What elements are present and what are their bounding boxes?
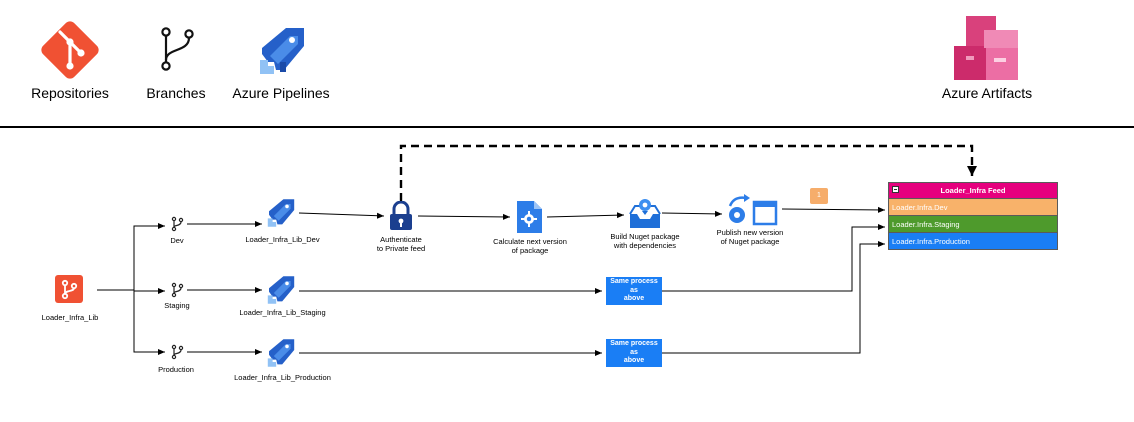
step-authenticate: Authenticate to Private feed xyxy=(376,235,426,253)
step-publish: Publish new version of Nuget package xyxy=(716,228,784,246)
repo-icon xyxy=(55,275,83,303)
pipeline-label-dev: Loader_Infra_Lib_Dev xyxy=(245,235,320,244)
azure-artifacts-icon xyxy=(954,16,1018,80)
branch-icon-dev xyxy=(171,216,184,232)
feed-title: Loader_Infra Feed xyxy=(889,183,1057,198)
header-divider xyxy=(0,126,1134,128)
pipeline-icon-production xyxy=(267,339,295,367)
pipeline-label-staging: Loader_Infra_Lib_Staging xyxy=(239,308,326,317)
same-process-label: Same process as above xyxy=(610,339,658,365)
branch-icon-staging xyxy=(171,282,184,298)
pipeline-icon-staging xyxy=(267,276,295,304)
step-build: Build Nuget package with dependencies xyxy=(610,232,680,250)
publish-icon xyxy=(728,194,778,226)
same-process-box-staging: Same process as above xyxy=(606,277,662,305)
feed-row-production: Loader.Infra.Production xyxy=(889,232,1057,249)
branch-icon-production xyxy=(171,344,184,360)
repositories-label: Repositories xyxy=(31,85,109,101)
build-package-icon xyxy=(629,199,661,228)
azure-artifacts-label: Azure Artifacts xyxy=(941,85,1033,101)
step-badge: 1 xyxy=(810,188,828,204)
git-repositories-icon xyxy=(41,21,99,79)
pipeline-icon-dev xyxy=(267,199,295,227)
branch-label-production: Production xyxy=(158,365,194,374)
same-process-label: Same process as above xyxy=(610,277,658,303)
collapse-icon[interactable] xyxy=(892,186,899,193)
feed-row-staging: Loader.Infra.Staging xyxy=(889,215,1057,232)
document-gear-icon xyxy=(517,201,542,233)
pipeline-label-production: Loader_Infra_Lib_Production xyxy=(234,373,331,382)
branches-icon xyxy=(161,27,194,71)
feed-row-dev: Loader.Infra.Dev xyxy=(889,198,1057,215)
same-process-box-production: Same process as above xyxy=(606,339,662,367)
artifact-feed: Loader_Infra Feed Loader.Infra.Dev Loade… xyxy=(888,182,1058,250)
feed-title-text: Loader_Infra Feed xyxy=(940,186,1006,195)
azure-pipelines-icon xyxy=(260,28,304,74)
branch-label-staging: Staging xyxy=(164,301,190,310)
repo-name: Loader_Infra_Lib xyxy=(41,313,99,322)
branches-label: Branches xyxy=(146,85,206,101)
azure-pipelines-label: Azure Pipelines xyxy=(232,85,330,101)
step-calculate: Calculate next version of package xyxy=(493,237,567,255)
lock-icon xyxy=(390,201,412,230)
branch-label-dev: Dev xyxy=(170,236,184,245)
